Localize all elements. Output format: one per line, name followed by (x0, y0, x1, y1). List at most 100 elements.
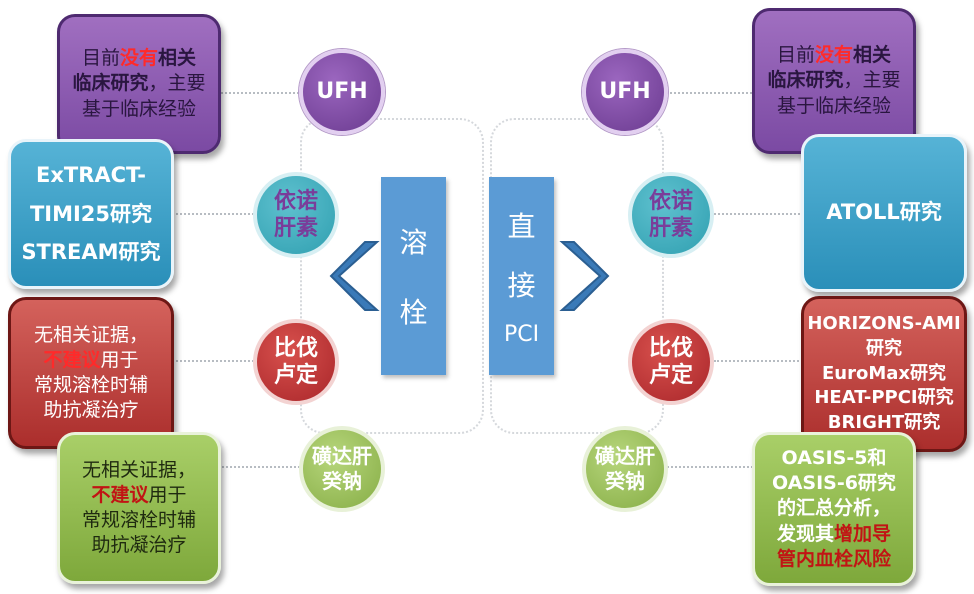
left-bivalirudin-label: 比伐卢定 (274, 335, 318, 390)
left-connector-ufh (218, 92, 310, 94)
note-segment: ，主要 (148, 72, 206, 95)
right-bivalirudin-note-box: HORIZONS-AMI 研究 EuroMax研究 HEAT-PPCI研究 BRIGHT… (801, 296, 967, 452)
right-enoxaparin-circle: 依诺肝素 (628, 172, 714, 258)
left-connector-fondaparinux (218, 466, 308, 468)
primary-pci-label-bar: 直 接 PCI (489, 177, 554, 375)
left-fondaparinux-label: 磺达肝癸钠 (312, 444, 372, 494)
note-line: 临床研究，主要 (755, 68, 913, 93)
left-enoxaparin-note-box: ExTRACT- TIMI25研究 STREAM研究 (8, 139, 174, 289)
note-line: 研究 (804, 337, 964, 362)
right-bivalirudin-circle: 比伐卢定 (628, 319, 714, 405)
right-ufh-note-text: 目前没有相关临床研究，主要基于临床经验 (755, 43, 913, 118)
note-segment: 管内血栓风险 (776, 547, 891, 570)
primary-pci-char-2: 接 (507, 268, 536, 302)
note-segment: 无相关证据， (81, 458, 196, 481)
left-enoxaparin-note-text: ExTRACT- TIMI25研究 STREAM研究 (11, 156, 171, 273)
right-connector-ufh (662, 92, 756, 94)
note-segment: 相关 (853, 44, 892, 67)
left-connector-bivalirudin (172, 360, 262, 362)
note-segment: 研究 (866, 337, 902, 359)
thrombolysis-label-bar: 溶 栓 (381, 177, 446, 375)
note-line: 助抗凝治疗 (60, 533, 218, 558)
note-line: OASIS-5和 (755, 446, 913, 471)
note-segment: 目前 (776, 44, 815, 67)
right-bivalirudin-note-text: HORIZONS-AMI 研究 EuroMax研究 HEAT-PPCI研究 BRIGHT… (804, 312, 964, 436)
note-line: 基于临床经验 (60, 97, 218, 122)
note-segment: 发现其 (776, 522, 834, 545)
note-line: 不建议用于 (60, 483, 218, 508)
note-line: HEAT-PPCI研究 (804, 386, 964, 411)
left-bivalirudin-circle: 比伐卢定 (253, 319, 339, 405)
right-enoxaparin-label: 依诺肝素 (649, 188, 693, 243)
note-segment: 助抗凝治疗 (43, 399, 139, 422)
thrombolysis-char-2: 栓 (399, 296, 428, 329)
note-line: 助抗凝治疗 (11, 398, 171, 423)
note-segment: 临床研究 (767, 69, 844, 92)
right-enoxaparin-note-box: ATOLL研究 (801, 134, 967, 292)
note-segment: OASIS-6研究 (772, 472, 896, 495)
note-line: 常规溶栓时辅 (11, 373, 171, 398)
drug-label-line: 癸钠 (322, 469, 362, 493)
left-chevron-icon (329, 241, 380, 311)
primary-pci-char-1: 直 (507, 210, 536, 244)
note-segment: 用于 (148, 483, 187, 506)
drug-label-line: 癸钠 (605, 469, 645, 493)
drug-label-line: 卢定 (648, 363, 693, 388)
note-segment: 的汇总分析， (776, 497, 891, 520)
note-segment: 基于临床经验 (81, 97, 196, 120)
note-line: ExTRACT- (11, 156, 171, 195)
note-line: 无相关证据， (11, 323, 171, 348)
note-line: 管内血栓风险 (755, 547, 913, 572)
drug-label-line: 磺达肝 (595, 444, 655, 468)
note-line: STREAM研究 (11, 233, 171, 272)
note-line: ATOLL研究 (804, 199, 964, 227)
note-segment: HEAT-PPCI研究 (814, 387, 954, 409)
note-line: 基于临床经验 (755, 94, 913, 119)
right-enoxaparin-note-text: ATOLL研究 (804, 199, 964, 227)
note-segment: 临床研究 (72, 72, 149, 95)
note-segment: ExTRACT- (35, 162, 146, 187)
right-chevron-icon (559, 241, 610, 311)
note-line: 常规溶栓时辅 (60, 508, 218, 533)
note-line: 临床研究，主要 (60, 71, 218, 96)
note-segment: 没有 (814, 44, 853, 67)
right-fondaparinux-circle: 磺达肝癸钠 (582, 426, 668, 512)
left-ufh-label: UFH (316, 79, 368, 105)
drug-label-line: 比伐 (648, 335, 693, 361)
note-line: BRIGHT研究 (804, 411, 964, 436)
note-line: 的汇总分析， (755, 496, 913, 521)
note-segment: 无相关证据， (33, 323, 148, 346)
left-dotted-frame (300, 118, 484, 434)
left-ufh-note-text: 目前没有相关临床研究，主要基于临床经验 (60, 46, 218, 121)
note-line: 目前没有相关 (60, 46, 218, 71)
note-segment: BRIGHT研究 (827, 412, 941, 434)
left-enoxaparin-label: 依诺肝素 (274, 188, 318, 243)
left-connector-enoxaparin (172, 213, 262, 215)
note-segment: STREAM研究 (21, 240, 161, 265)
note-segment: 不建议 (43, 348, 101, 371)
note-segment: EuroMax研究 (821, 362, 947, 384)
right-ufh-label: UFH (599, 79, 651, 105)
drug-label-line: 肝素 (648, 216, 693, 241)
left-bivalirudin-note-text: 无相关证据，不建议用于常规溶栓时辅助抗凝治疗 (11, 323, 171, 423)
note-segment: 常规溶栓时辅 (81, 509, 196, 531)
left-fondaparinux-note-box: 无相关证据，不建议用于常规溶栓时辅助抗凝治疗 (57, 432, 221, 584)
note-segment: 相关 (158, 47, 197, 70)
primary-pci-char-3: PCI (503, 321, 540, 347)
right-ufh-note-box: 目前没有相关临床研究，主要基于临床经验 (752, 8, 916, 154)
drug-label-line: 磺达肝 (312, 444, 372, 468)
note-segment: 不建议 (91, 483, 149, 506)
thrombolysis-char-1: 溶 (399, 226, 428, 259)
note-line: TIMI25研究 (11, 195, 171, 234)
note-line: 发现其增加导 (755, 522, 913, 547)
note-segment: OASIS-5和 (781, 447, 887, 470)
right-bivalirudin-label: 比伐卢定 (649, 335, 693, 390)
note-segment: 助抗凝治疗 (91, 534, 187, 557)
note-line: 不建议用于 (11, 348, 171, 373)
left-fondaparinux-circle: 磺达肝癸钠 (299, 426, 385, 512)
note-segment: TIMI25研究 (29, 201, 153, 226)
note-segment: HORIZONS-AMI (807, 312, 961, 334)
